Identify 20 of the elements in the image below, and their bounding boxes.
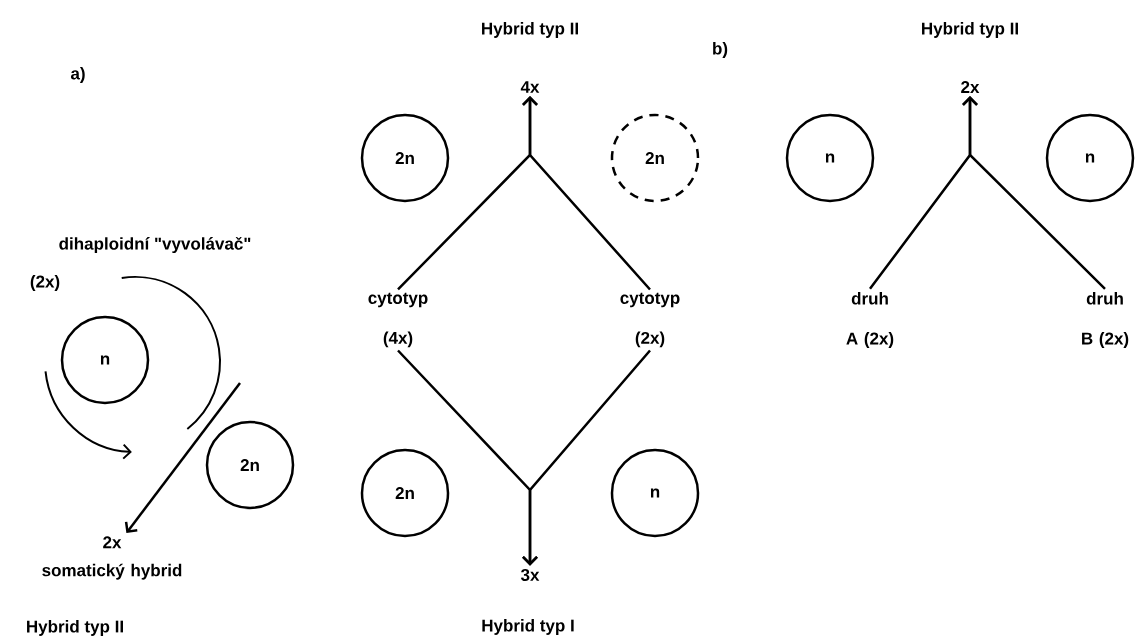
text-label: 2x somatický hybrid — [42, 536, 182, 580]
text-label: (2x) — [30, 275, 60, 291]
text-label: 4x — [520, 81, 540, 93]
arrow — [962, 96, 1106, 290]
text-label: cytotyp (4x) — [368, 292, 428, 348]
arrow — [522, 96, 651, 291]
text-label: 3x — [520, 568, 540, 581]
arrow — [522, 349, 651, 566]
text-label: Hybrid typ II — [922, 22, 1018, 38]
text-label: Hybrid typ II — [27, 620, 123, 636]
text-label: b) — [713, 42, 728, 58]
text-label: cytotyp (2x) — [620, 292, 680, 348]
text-label: 2x — [961, 81, 980, 93]
text-label: druh A (2x) — [846, 292, 894, 348]
text-label: Hybrid typ I — [482, 619, 574, 635]
text-label: dihaploidní "vyvolávač" — [59, 236, 251, 254]
text-label: druh B (2x) — [1082, 292, 1129, 348]
text-label: Hybrid typ II — [482, 22, 578, 38]
text-label: a) — [70, 67, 85, 83]
arrow — [124, 382, 241, 534]
